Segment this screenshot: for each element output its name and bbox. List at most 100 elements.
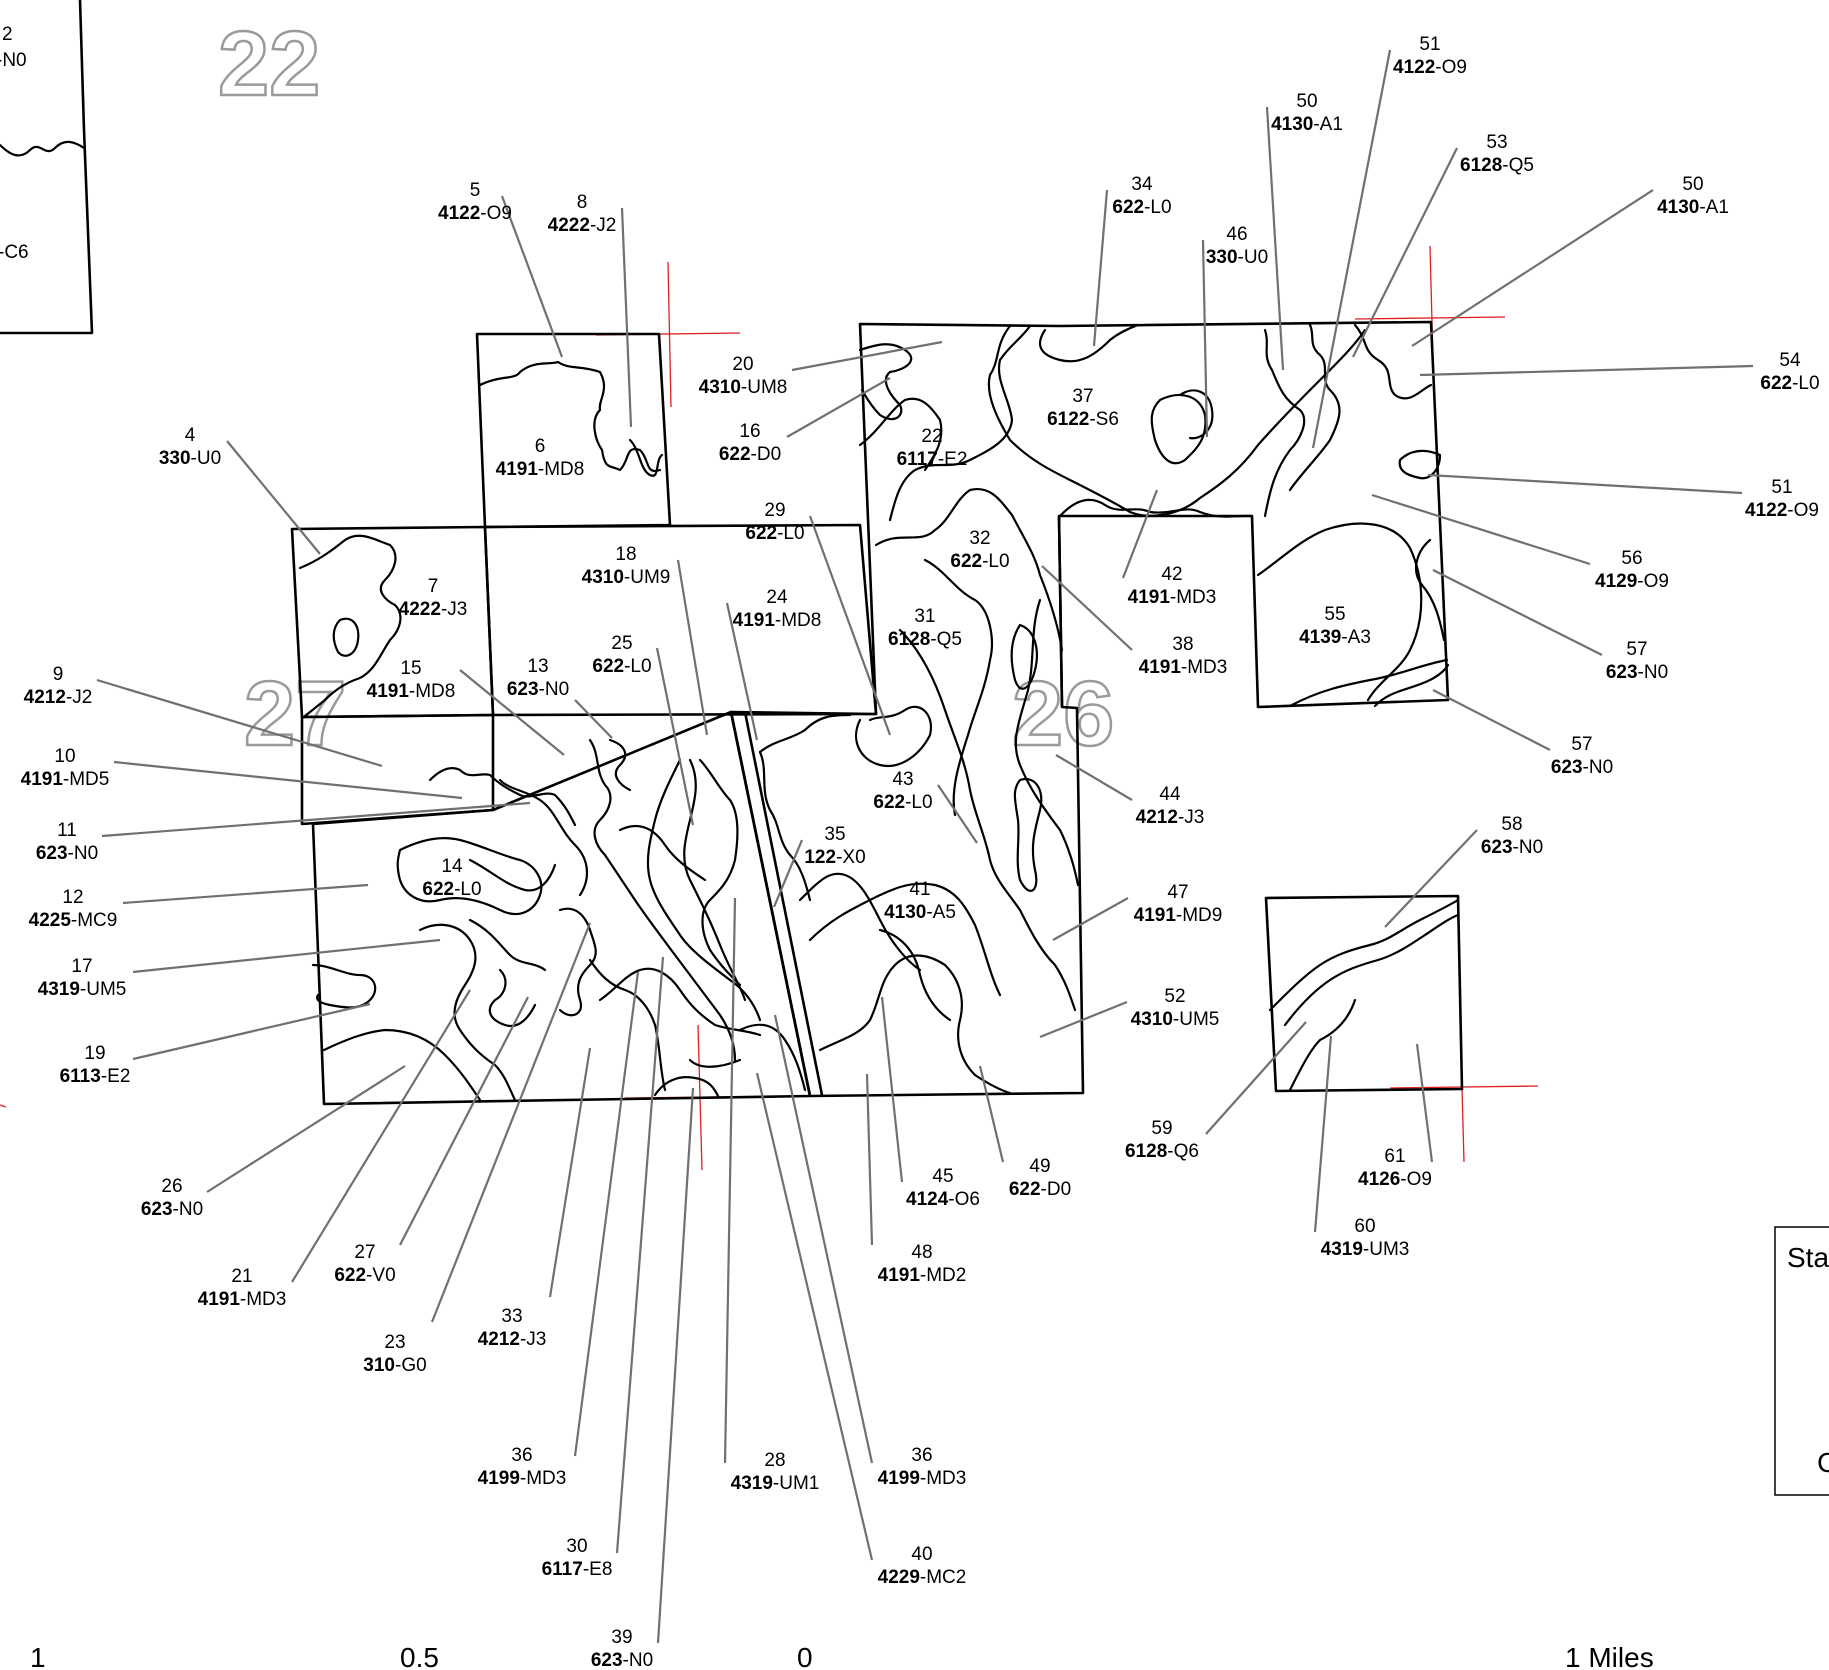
map-unit-number: 31 bbox=[914, 606, 935, 627]
map-unit-code-main: 4191 bbox=[21, 769, 64, 790]
map-unit-code-main: 4212 bbox=[24, 687, 66, 708]
map-unit-number: 9 bbox=[53, 664, 64, 685]
map-unit-code: 622-L0 bbox=[745, 523, 804, 544]
map-unit-code: 4191-MD3 bbox=[1128, 587, 1217, 608]
map-unit-code-suffix: -O9 bbox=[480, 203, 512, 224]
map-unit-code-suffix: -MD9 bbox=[1176, 905, 1222, 926]
edge-label-number: 2 bbox=[2, 24, 13, 45]
map-unit-number: 5 bbox=[470, 180, 481, 201]
map-unit-code-suffix: -L0 bbox=[1144, 197, 1171, 218]
map-unit-code: 6117-E8 bbox=[542, 1559, 613, 1580]
map-unit-number: 10 bbox=[54, 746, 75, 767]
map-unit-code: 4191-MD3 bbox=[1139, 657, 1228, 678]
map-unit-code: 4191-MD9 bbox=[1134, 905, 1223, 926]
map-unit-number: 46 bbox=[1226, 224, 1247, 245]
map-unit-number: 50 bbox=[1682, 174, 1703, 195]
map-unit-code-main: 4139 bbox=[1299, 627, 1341, 648]
map-unit-number: 43 bbox=[892, 769, 913, 790]
map-unit-number: 48 bbox=[911, 1242, 932, 1263]
map-unit-code: 6128-Q6 bbox=[1125, 1141, 1199, 1162]
map-unit-code-main: 623 bbox=[1481, 837, 1513, 858]
map-unit-code: 4199-MD3 bbox=[478, 1468, 567, 1489]
map-unit-number: 51 bbox=[1771, 477, 1792, 498]
map-unit-number: 38 bbox=[1172, 634, 1193, 655]
map-unit-number: 7 bbox=[428, 576, 439, 597]
map-unit-code: 4229-MC2 bbox=[878, 1567, 967, 1588]
map-unit-code: 623-N0 bbox=[1551, 757, 1613, 778]
map-unit-code-suffix: -Q5 bbox=[930, 629, 962, 650]
scale-bar: 1 0.5 0 1 Miles bbox=[30, 1642, 1654, 1670]
map-unit-code-suffix: -N0 bbox=[623, 1650, 654, 1670]
map-unit-code-suffix: -O9 bbox=[1435, 57, 1467, 78]
map-unit-code-main: 623 bbox=[591, 1650, 623, 1670]
map-unit-code-main: 6128 bbox=[1125, 1141, 1167, 1162]
map-unit-number: 41 bbox=[909, 879, 930, 900]
map-unit-code: 6117-E2 bbox=[897, 449, 968, 470]
map-unit-code-main: 622 bbox=[334, 1265, 366, 1286]
map-unit-number: 33 bbox=[501, 1306, 522, 1327]
map-unit-code-suffix: -MC9 bbox=[71, 910, 117, 931]
map-unit-code: 623-N0 bbox=[1481, 837, 1543, 858]
map-unit-code: 4222-J2 bbox=[548, 215, 617, 236]
map-unit-code-suffix: -O9 bbox=[1400, 1169, 1432, 1190]
map-unit-code: 4191-MD5 bbox=[21, 769, 110, 790]
map-unit-number: 13 bbox=[527, 656, 548, 677]
map-unit-code-main: 4191 bbox=[1139, 657, 1182, 678]
legend-box: Sta C bbox=[1774, 1226, 1829, 1496]
map-unit-code-suffix: -E2 bbox=[101, 1066, 131, 1087]
section-27-number: 27 bbox=[244, 663, 346, 765]
map-unit-number: 21 bbox=[231, 1266, 252, 1287]
map-unit-code-suffix: -MD3 bbox=[1181, 657, 1227, 678]
map-unit-code-main: 4191 bbox=[367, 681, 410, 702]
map-unit-code-main: 4122 bbox=[1745, 500, 1787, 521]
map-unit-code-suffix: -E8 bbox=[583, 1559, 613, 1580]
map-unit-code-suffix: -UM1 bbox=[773, 1473, 819, 1494]
map-unit-code: 4319-UM5 bbox=[38, 979, 127, 1000]
soil-boundaries bbox=[298, 323, 1460, 1102]
map-unit-code-suffix: -U0 bbox=[1238, 247, 1269, 268]
map-unit-code: 4212-J3 bbox=[478, 1329, 547, 1350]
map-unit-code: 623-N0 bbox=[1606, 662, 1668, 683]
map-unit-code: 622-L0 bbox=[592, 656, 651, 677]
map-unit-code-suffix: -UM9 bbox=[624, 567, 670, 588]
map-unit-code-suffix: -UM5 bbox=[80, 979, 126, 1000]
map-unit-code-main: 6113 bbox=[60, 1066, 101, 1087]
map-unit-code-suffix: -L0 bbox=[624, 656, 651, 677]
map-unit-code-suffix: -N0 bbox=[1583, 757, 1614, 778]
map-unit-code-main: 122 bbox=[804, 847, 836, 868]
map-unit-code-main: 4129 bbox=[1595, 571, 1637, 592]
map-unit-code-main: 4222 bbox=[548, 215, 590, 236]
map-unit-code-main: 622 bbox=[592, 656, 624, 677]
leader-lines bbox=[96, 49, 1754, 1644]
map-unit-number: 54 bbox=[1779, 350, 1801, 371]
map-unit-code: 622-V0 bbox=[334, 1265, 395, 1286]
map-unit-code-suffix: -MD3 bbox=[240, 1289, 286, 1310]
map-unit-code-main: 622 bbox=[745, 523, 777, 544]
map-unit-code-suffix: -S6 bbox=[1089, 409, 1119, 430]
map-unit-code-suffix: -J3 bbox=[441, 599, 467, 620]
map-unit-code: 622-L0 bbox=[422, 879, 481, 900]
map-unit-code-suffix: -MD8 bbox=[409, 681, 455, 702]
map-unit-code: 4126-O9 bbox=[1358, 1169, 1432, 1190]
edge-label-code-c6: -C6 bbox=[0, 242, 29, 263]
